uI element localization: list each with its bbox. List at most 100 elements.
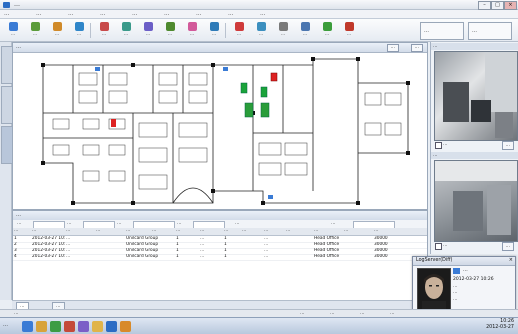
camera-marker[interactable]: [223, 67, 228, 71]
table-cell: 1: [176, 242, 179, 247]
menu-item-help[interactable]: …: [260, 11, 266, 17]
table-column-header[interactable]: …: [32, 228, 37, 233]
table-column-header[interactable]: …: [200, 228, 205, 233]
toolbar-button[interactable]: …: [339, 21, 359, 40]
close-button[interactable]: ×: [504, 1, 517, 10]
table-cell: 2012-03-27 10:25:30: [32, 254, 65, 259]
door-marker-green[interactable]: [240, 82, 248, 94]
toolbar-button-label: …: [302, 32, 308, 37]
table-column-header[interactable]: …: [264, 228, 269, 233]
table-column-header[interactable]: …: [224, 228, 229, 233]
table-column-header[interactable]: …: [66, 228, 71, 233]
table-cell: …: [66, 248, 71, 253]
table-cell: Head Office: [314, 254, 340, 259]
table-column-header[interactable]: …: [176, 228, 181, 233]
taskbar-app-icon[interactable]: [64, 321, 75, 332]
taskbar-folder-icon[interactable]: [36, 321, 47, 332]
door-marker-green[interactable]: [260, 86, 268, 98]
toolbar-button[interactable]: …: [25, 21, 45, 40]
toolbar-button[interactable]: …: [182, 21, 202, 40]
filter-label-6: …: [331, 221, 336, 226]
table-column-header[interactable]: …: [242, 228, 247, 233]
menu-item-user[interactable]: …: [132, 11, 138, 17]
maximize-button[interactable]: □: [491, 1, 504, 10]
toolbar-button[interactable]: …: [273, 21, 293, 40]
fullscreen-button[interactable]: …: [386, 44, 399, 52]
table-cell: …: [66, 242, 71, 247]
toolbar-button[interactable]: …: [94, 21, 114, 40]
toolbar-button[interactable]: …: [116, 21, 136, 40]
start-button[interactable]: …: [3, 322, 8, 328]
camera-1-button[interactable]: …: [501, 141, 514, 150]
toolbar-button[interactable]: …: [251, 21, 271, 40]
toolbar-button[interactable]: …: [160, 21, 180, 40]
refresh-button[interactable]: …: [410, 44, 423, 52]
popup-close-icon[interactable]: ×: [508, 257, 513, 263]
taskbar-clock[interactable]: 10:26 2012-03-27: [486, 319, 514, 331]
toolbar-status-card[interactable]: …: [420, 22, 464, 40]
toolbar-button[interactable]: …: [295, 21, 315, 40]
camera-2-video[interactable]: [434, 160, 518, 242]
camera-2-checkbox-label: …: [443, 243, 448, 248]
popup-line: 2012-03-27 10:26: [453, 277, 494, 282]
status-left: …: [14, 311, 19, 316]
taskbar-media-icon[interactable]: [50, 321, 61, 332]
camera-2-button[interactable]: …: [501, 242, 514, 251]
camera-1-checkbox[interactable]: [435, 142, 442, 149]
table-column-header[interactable]: …: [374, 228, 379, 233]
toolbar-button-label: …: [280, 32, 286, 37]
menu-item-monitor[interactable]: …: [68, 11, 74, 17]
camera-1-video[interactable]: [434, 51, 518, 141]
table-column-header[interactable]: …: [96, 228, 101, 233]
taskbar-app-icon[interactable]: [120, 321, 131, 332]
camera-1-title: …: [433, 44, 438, 49]
status-cell: …: [300, 311, 305, 316]
toolbar-button[interactable]: …: [229, 21, 249, 40]
settings-icon: [279, 22, 288, 31]
popup-line: …: [453, 283, 458, 289]
reader-marker[interactable]: [244, 102, 254, 118]
table-cell: …: [200, 254, 205, 259]
taskbar-app-icon[interactable]: [78, 321, 89, 332]
camera-marker[interactable]: [95, 67, 100, 71]
user-icon: [75, 22, 84, 31]
floor-plan-map[interactable]: [13, 53, 427, 210]
table-column-header[interactable]: …: [152, 228, 157, 233]
floor-plan-header: … … …: [13, 43, 427, 53]
taskbar: … 10:26 2012-03-27: [0, 317, 518, 334]
menu-item-card[interactable]: …: [100, 11, 106, 17]
taskbar-app-icon[interactable]: [92, 321, 103, 332]
menu-item-visitor[interactable]: …: [164, 11, 170, 17]
toolbar-status-card[interactable]: …: [468, 22, 512, 40]
filter-label-3: …: [117, 221, 122, 226]
taskbar-browser-icon[interactable]: [22, 321, 33, 332]
menu-item-report[interactable]: …: [196, 11, 202, 17]
camera-2-checkbox[interactable]: [435, 243, 442, 250]
toolbar-button[interactable]: …: [69, 21, 89, 40]
alarm-marker-red[interactable]: [111, 119, 116, 127]
menu-item-system[interactable]: …: [4, 11, 10, 17]
camera-marker[interactable]: [268, 195, 273, 199]
minimize-button[interactable]: –: [478, 1, 491, 10]
grid-icon: [31, 22, 40, 31]
table-column-header[interactable]: …: [126, 228, 131, 233]
reader-marker[interactable]: [260, 102, 270, 118]
toolbar-button[interactable]: …: [47, 21, 67, 40]
table-column-header[interactable]: …: [344, 228, 349, 233]
alarm-marker-red[interactable]: [270, 72, 278, 82]
taskbar-app-icon[interactable]: [106, 321, 117, 332]
toolbar-button[interactable]: …: [317, 21, 337, 40]
table-column-header[interactable]: …: [286, 228, 291, 233]
toolbar-button[interactable]: …: [138, 21, 158, 40]
table-column-header[interactable]: …: [314, 228, 319, 233]
menu-item-tools[interactable]: …: [228, 11, 234, 17]
filter-label-5: …: [235, 221, 240, 226]
toolbar-button[interactable]: …: [3, 21, 23, 40]
menu-item-device[interactable]: …: [36, 11, 42, 17]
toolbar-button[interactable]: …: [204, 21, 224, 40]
table-column-header[interactable]: …: [14, 228, 19, 233]
